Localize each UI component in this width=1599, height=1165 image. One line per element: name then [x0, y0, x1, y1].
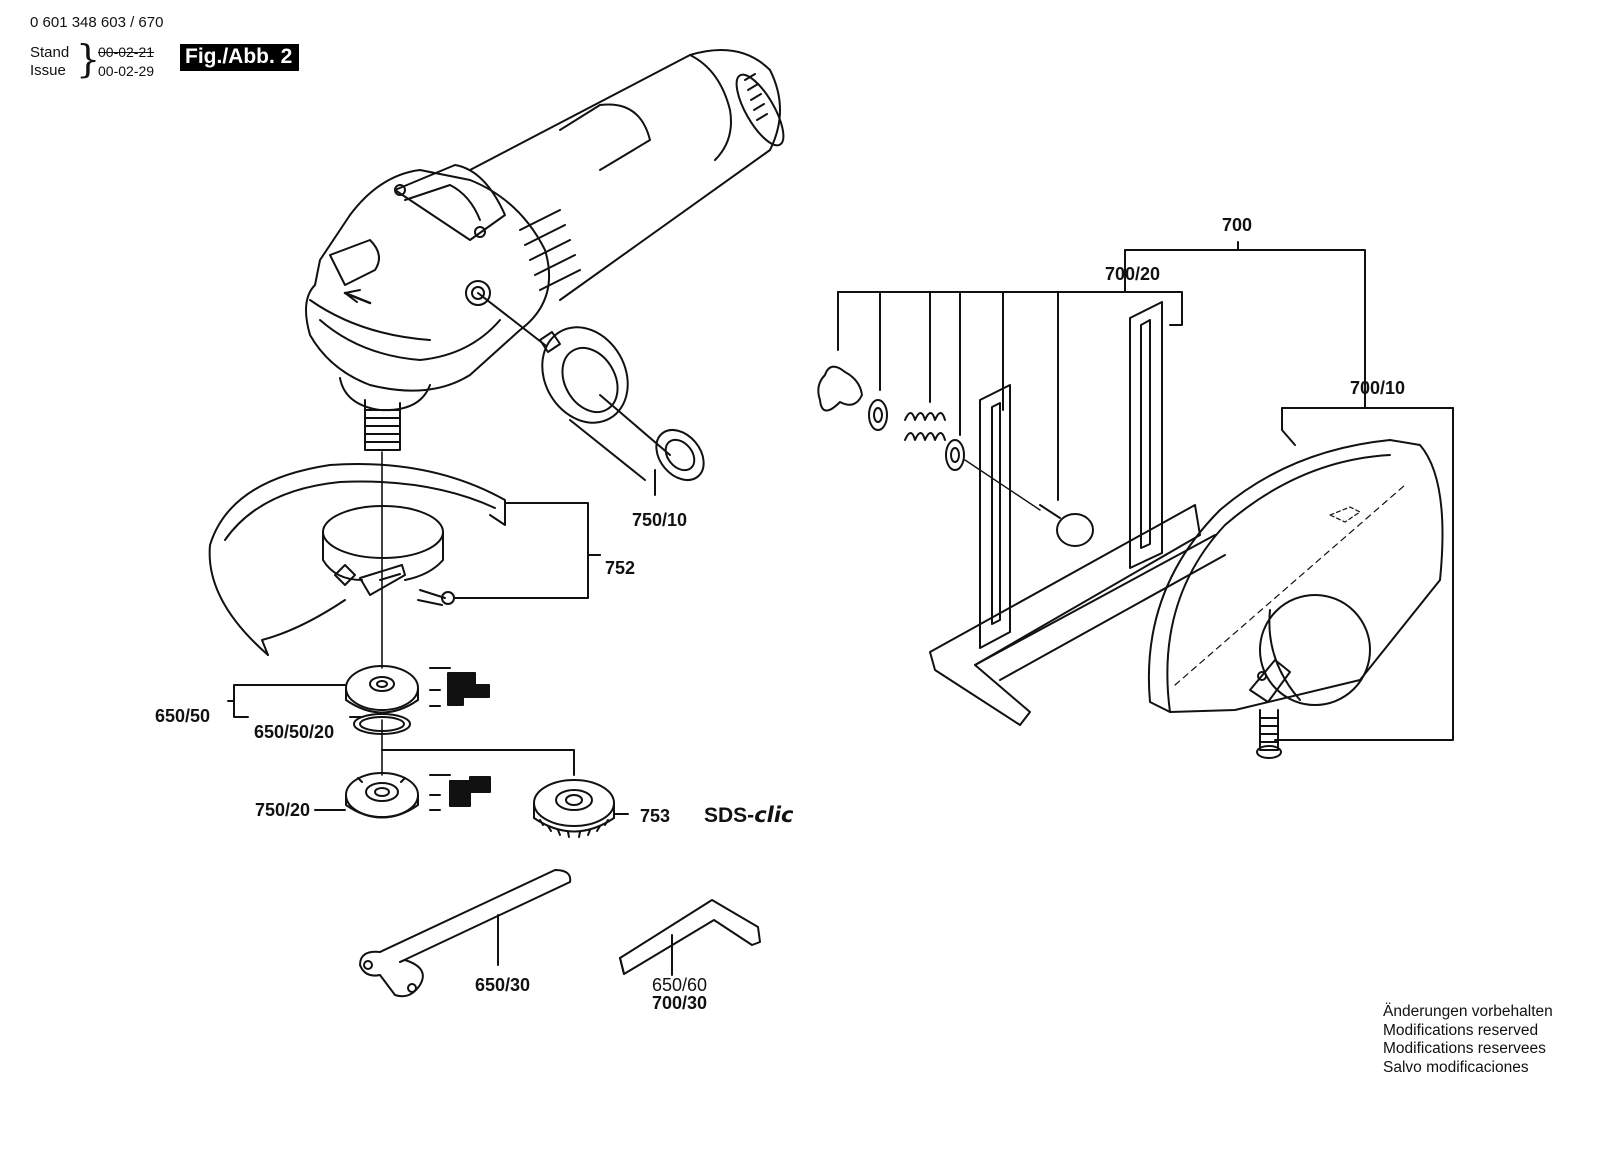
callout-hex-key-b: 700/30 — [652, 993, 708, 1013]
sds-prefix: SDS- — [704, 804, 755, 827]
callout-wheel-guard: 752 — [605, 558, 636, 578]
flange-nut-drawing — [228, 666, 489, 734]
sds-clic-logo: SDS-clic — [704, 803, 793, 828]
note-de: Änderungen vorbehalten — [1383, 1003, 1553, 1020]
callout-spanner: 650/30 — [475, 975, 531, 995]
flange-drawing — [315, 750, 574, 818]
callout-guide-assembly: 700/20 — [1105, 264, 1161, 284]
stand-label: Stand — [30, 44, 70, 61]
note-en: Modifications reserved — [1383, 1021, 1539, 1039]
date-old: 00-02-21 — [98, 44, 155, 60]
brace-icon: } — [76, 37, 101, 81]
wheel-guard-drawing — [210, 464, 600, 655]
callout-flange-nut-set: 650/50 — [155, 706, 211, 726]
angle-grinder-drawing — [306, 50, 792, 450]
note-es: Salvo modificaciones — [1383, 1058, 1529, 1076]
cutting-guard-drawing — [1149, 408, 1453, 758]
callout-o-ring: 650/50/20 — [254, 722, 335, 742]
callout-hex-key-a: 650/60 — [652, 975, 708, 995]
notes-block: Änderungen vorbehalten Modifications res… — [1383, 1003, 1553, 1077]
callout-quick-nut: 753 — [640, 806, 671, 826]
callout-side-handle: 750/10 — [632, 510, 688, 530]
quick-nut-drawing — [534, 780, 628, 837]
date-new: 00-02-29 — [98, 63, 155, 79]
callout-cutting-guard: 700/10 — [1350, 378, 1406, 398]
hex-key-drawing — [620, 900, 760, 975]
callout-attachment: 700 — [1222, 215, 1253, 235]
sds-suffix: clic — [754, 803, 794, 827]
cutting-attachment-drawing — [818, 242, 1365, 725]
figure-label: Fig./Abb. 2 — [180, 44, 300, 71]
spanner-drawing — [360, 870, 570, 996]
issue-label: Issue — [30, 62, 66, 79]
side-handle-drawing — [478, 293, 713, 495]
note-fr: Modifications reservees — [1383, 1040, 1546, 1057]
callout-flange: 750/20 — [255, 800, 311, 820]
document-number: 0 601 348 603 / 670 — [30, 14, 164, 31]
